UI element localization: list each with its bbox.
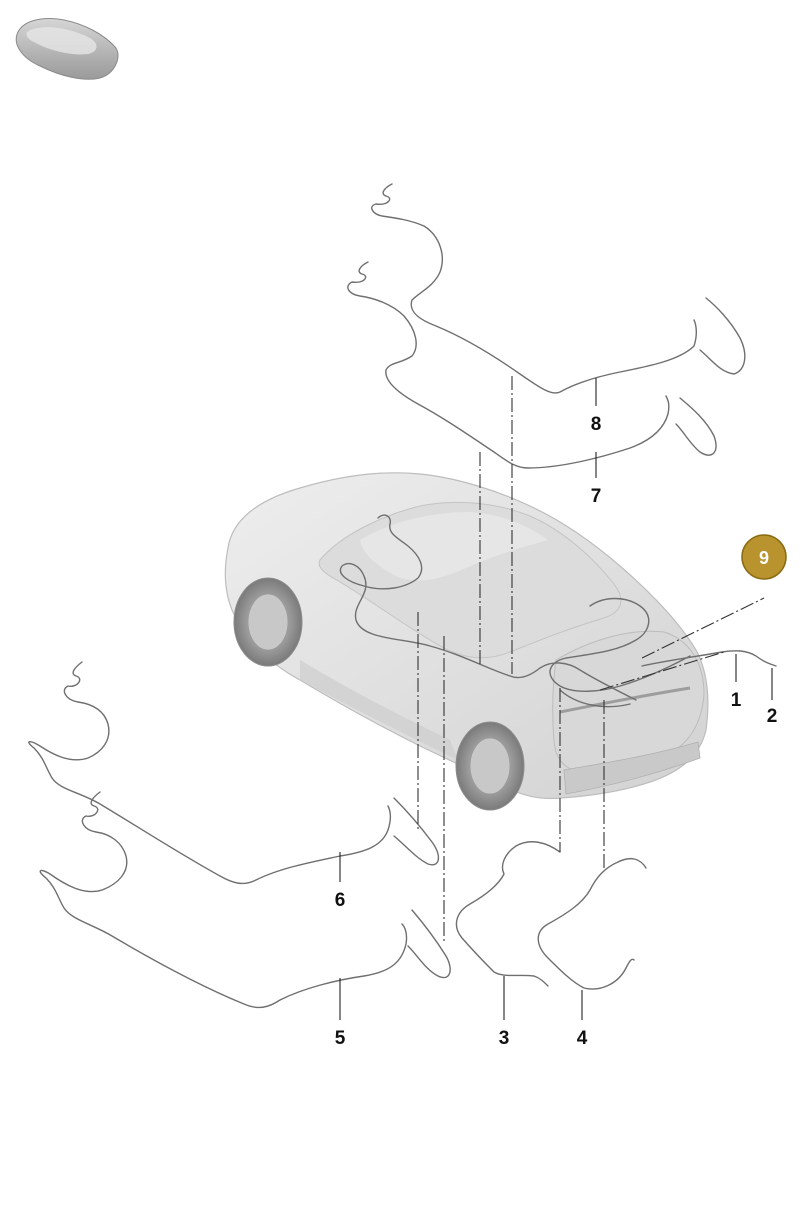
car-thumbnail-icon[interactable] [15,18,119,80]
harness-7-8[interactable] [347,183,746,469]
harness-3-4[interactable] [455,841,647,990]
callout-3-label: 3 [499,1028,510,1049]
callout-4[interactable]: 4 [577,1028,588,1049]
harness-5-6[interactable] [28,661,451,1009]
leader-lines [339,378,773,1020]
callout-4-label: 4 [577,1028,588,1049]
callout-7[interactable]: 7 [591,486,602,507]
callout-2[interactable]: 2 [767,706,778,727]
callout-5-label: 5 [335,1028,346,1049]
callout-9-label: 9 [759,548,769,568]
callout-6-label: 6 [335,890,346,911]
callout-9[interactable]: 9 [741,534,787,580]
callout-1[interactable]: 1 [731,690,742,711]
harness-on-vehicle [339,514,691,708]
callout-1-label: 1 [731,690,742,711]
callout-8-label: 8 [591,414,602,435]
callout-7-label: 7 [591,486,602,507]
callout-3[interactable]: 3 [499,1028,510,1049]
vehicle-illustration [224,472,709,811]
connector-lines [417,376,765,944]
callout-2-label: 2 [767,706,778,727]
callout-8[interactable]: 8 [591,414,602,435]
harness-1-2[interactable] [641,650,777,667]
callout-5[interactable]: 5 [335,1028,346,1049]
callout-6[interactable]: 6 [335,890,346,911]
